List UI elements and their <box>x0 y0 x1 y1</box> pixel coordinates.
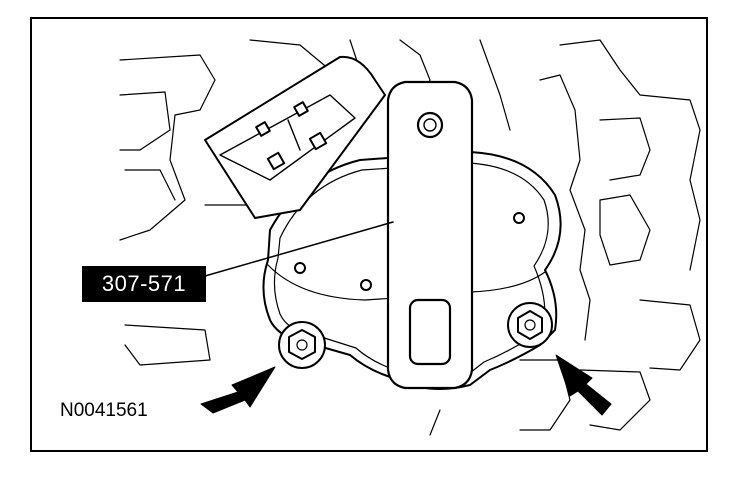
right-bolt <box>507 302 553 348</box>
electrical-connector <box>204 55 386 219</box>
callout-leader-line <box>204 221 394 277</box>
right-bolt-arrow <box>555 354 612 416</box>
tool-callout-label: 307-571 <box>82 266 206 302</box>
left-bolt-arrow <box>200 366 276 414</box>
alignment-tool-307-571 <box>386 80 474 390</box>
left-bolt <box>278 321 326 369</box>
figure-id: N0041561 <box>60 400 148 421</box>
